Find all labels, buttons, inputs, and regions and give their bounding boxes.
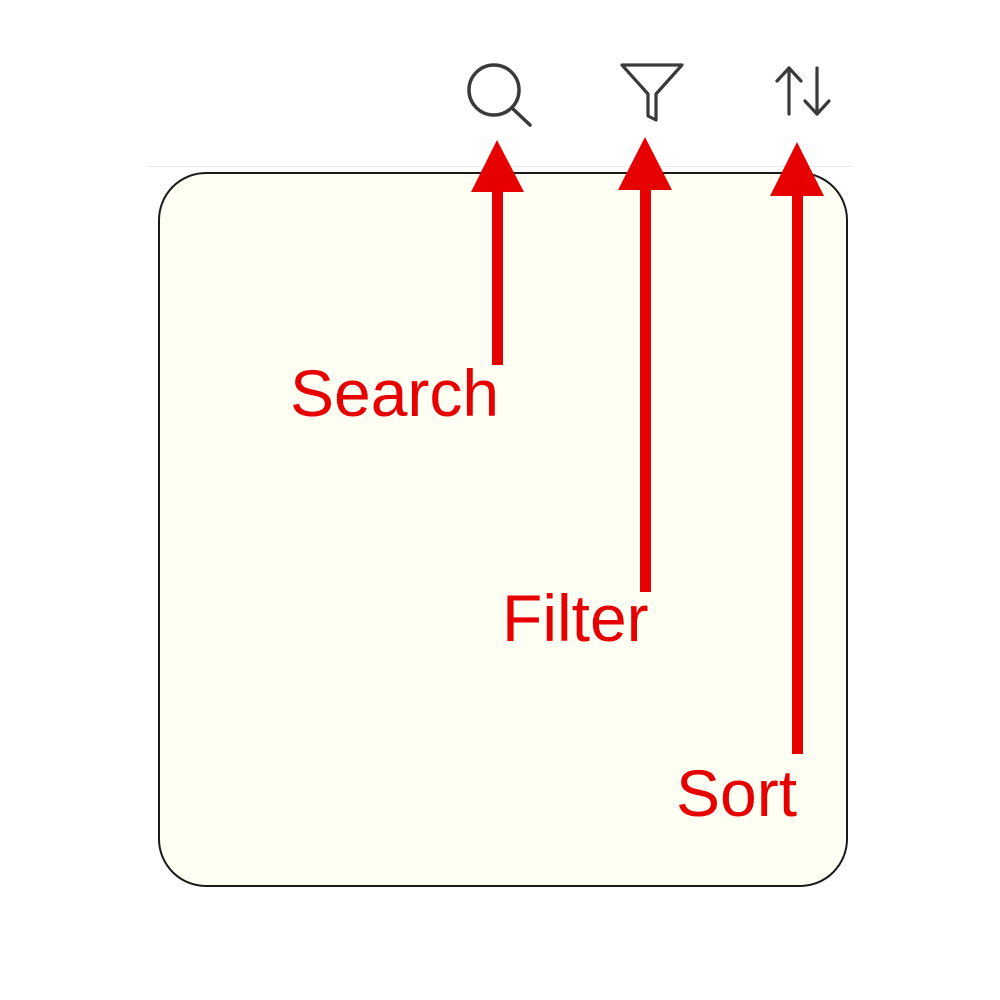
sort-icon[interactable]	[770, 62, 836, 120]
content-panel	[158, 172, 848, 887]
filter-callout-label: Filter	[502, 581, 649, 655]
filter-icon[interactable]	[616, 58, 688, 124]
sort-callout-label: Sort	[676, 756, 798, 830]
header-divider	[148, 166, 853, 167]
search-callout-label: Search	[290, 356, 500, 430]
search-icon[interactable]	[460, 58, 540, 130]
